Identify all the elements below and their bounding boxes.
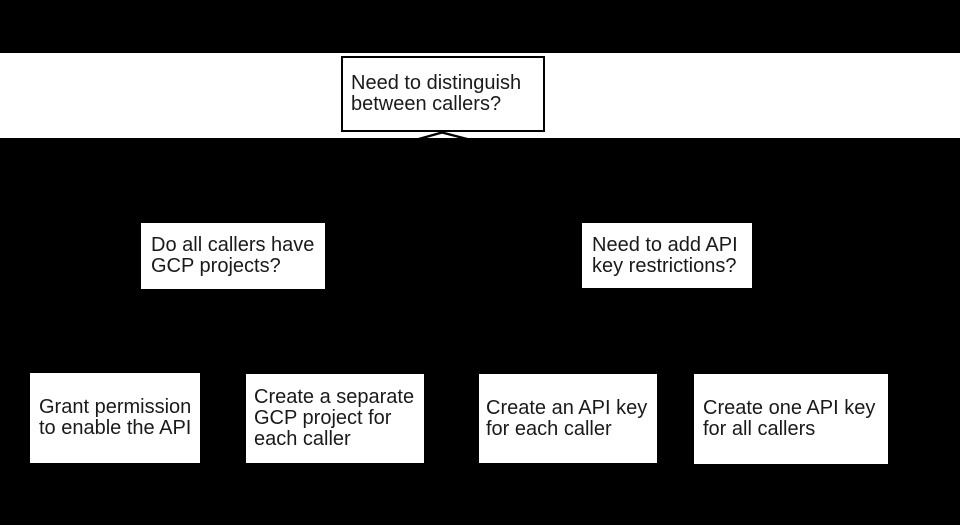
action-node-create-one-api-key-all-callers: Create one API key for all callers xyxy=(694,374,888,464)
action-node-grant-permission: Grant permission to enable the API xyxy=(30,373,200,463)
decision-node-distinguish-callers: Need to distinguish between callers? xyxy=(341,56,545,132)
decision-node-gcp-projects: Do all callers have GCP projects? xyxy=(141,223,325,289)
decision-node-api-key-restrictions: Need to add API key restrictions? xyxy=(582,223,752,288)
action-node-create-api-key-per-caller: Create an API key for each caller xyxy=(479,374,657,463)
branch-split-connector-icon xyxy=(416,131,470,141)
action-node-create-gcp-project-per-caller: Create a separate GCP project for each c… xyxy=(246,374,424,463)
